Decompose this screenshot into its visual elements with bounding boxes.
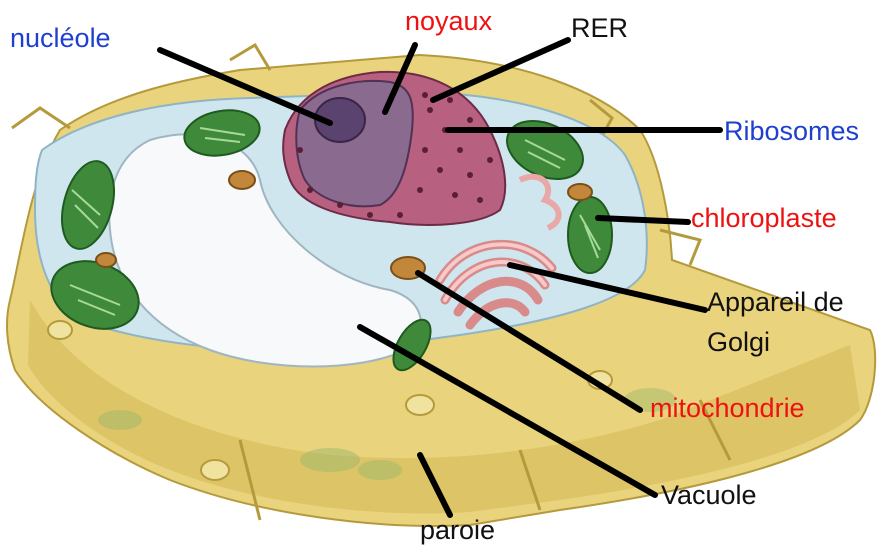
label-appareil-de-golgi-line2: Golgi [707, 327, 770, 357]
label-rer: RER [571, 13, 628, 43]
label-appareil-de-golgi-line1: Appareil de [707, 287, 844, 317]
label-ribosomes: Ribosomes [724, 116, 859, 146]
leader-line-chloroplaste [598, 218, 688, 222]
label-paroie: paroie [420, 515, 495, 545]
label-mitochondrie: mitochondrie [650, 393, 805, 423]
label-chloroplaste: chloroplaste [691, 203, 837, 233]
label-nucleole: nucléole [10, 23, 111, 53]
label-vacuole: Vacuole [661, 480, 757, 510]
label-noyaux: noyaux [405, 6, 492, 36]
